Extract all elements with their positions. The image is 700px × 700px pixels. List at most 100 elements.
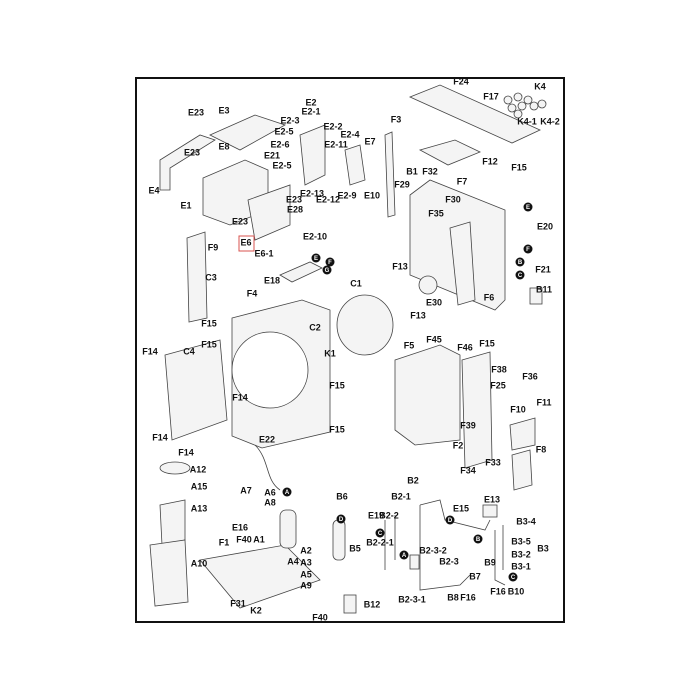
part-label-e19: E19 — [368, 510, 384, 520]
diagram-frame — [135, 77, 565, 623]
part-label-f35: F35 — [428, 208, 444, 218]
part-label-e2: E2 — [305, 97, 316, 107]
part-label-e23: E23 — [232, 216, 248, 226]
part-label-b6: B6 — [336, 491, 348, 501]
part-label-e2-11: E2-11 — [324, 139, 348, 149]
part-label-e6-1: E6-1 — [254, 248, 273, 258]
connection-marker-e: E — [311, 253, 321, 263]
part-label-e20: E20 — [537, 221, 553, 231]
part-f8 — [511, 449, 533, 491]
part-label-a5: A5 — [300, 569, 312, 579]
part-a1-compressor — [279, 509, 297, 549]
part-label-e2-12: E2-12 — [316, 194, 340, 204]
part-label-f4: F4 — [247, 288, 258, 298]
part-f5 — [394, 344, 461, 446]
part-label-b11: B11 — [536, 284, 552, 294]
part-label-f33: F33 — [485, 457, 501, 467]
part-f3 — [384, 131, 396, 218]
part-label-c1: C1 — [350, 278, 362, 288]
part-label-b2-3-2: B2-3-2 — [419, 545, 447, 555]
part-label-f14: F14 — [232, 392, 248, 402]
part-label-f1: F1 — [219, 537, 230, 547]
part-label-a7: A7 — [240, 485, 252, 495]
part-label-f13: F13 — [392, 261, 408, 271]
part-c1-fan — [336, 294, 394, 356]
connection-marker-f: F — [325, 257, 335, 267]
part-label-b2-3-1: B2-3-1 — [398, 594, 426, 604]
part-label-b3-2: B3-2 — [511, 549, 531, 559]
part-f2 — [461, 351, 493, 469]
part-label-f21: F21 — [535, 264, 551, 274]
part-e2 — [299, 124, 326, 186]
connection-marker-letter: B — [476, 537, 481, 543]
part-label-f5: F5 — [404, 340, 415, 350]
part-label-k4-1: K4-1 — [517, 116, 537, 126]
connection-marker-letter: D — [339, 517, 344, 523]
part-label-b5: B5 — [349, 543, 361, 553]
part-e30-motor — [418, 275, 438, 295]
part-label-k2: K2 — [250, 605, 262, 615]
connection-marker-c: C — [515, 270, 525, 280]
part-label-f24: F24 — [453, 76, 469, 86]
part-label-b2-1: B2-1 — [391, 491, 411, 501]
connection-marker-b: B — [515, 257, 525, 267]
part-e13 — [482, 504, 498, 518]
part-f12 — [418, 139, 481, 166]
part-label-e21: E21 — [264, 150, 280, 160]
part-label-a9: A9 — [300, 580, 312, 590]
connection-marker-letter: F — [328, 260, 332, 266]
part-label-f46: F46 — [457, 342, 473, 352]
connection-marker-letter: C — [378, 531, 383, 537]
part-label-c3: C3 — [205, 272, 217, 282]
part-label-e3: E3 — [218, 105, 229, 115]
part-label-f17: F17 — [483, 91, 499, 101]
part-label-f12: F12 — [482, 156, 498, 166]
part-b12 — [343, 594, 357, 614]
part-label-b12: B12 — [364, 599, 381, 609]
connection-marker-letter: D — [448, 518, 453, 524]
part-label-f8: F8 — [536, 444, 547, 454]
part-label-e30: E30 — [426, 297, 442, 307]
part-label-e16: E16 — [232, 522, 248, 532]
part-e18 — [279, 261, 323, 283]
part-f1-base — [199, 544, 321, 609]
part-label-f13: F13 — [410, 310, 426, 320]
part-label-e2-3: E2-3 — [280, 115, 299, 125]
part-label-e23: E23 — [184, 147, 200, 157]
part-label-f16: F16 — [490, 586, 506, 596]
part-label-e2-13: E2-13 — [300, 188, 324, 198]
part-label-f15: F15 — [329, 380, 345, 390]
part-e3 — [209, 114, 286, 151]
part-label-f11: F11 — [536, 397, 551, 407]
part-label-f15: F15 — [511, 162, 527, 172]
part-label-f40: F40 — [312, 612, 328, 622]
part-b3-valve — [494, 525, 506, 586]
part-label-b8: B8 — [447, 592, 459, 602]
part-label-f29: F29 — [394, 179, 410, 189]
part-label-f25: F25 — [490, 380, 506, 390]
part-label-k4: K4 — [534, 81, 546, 91]
connection-marker-f: F — [523, 244, 533, 254]
connection-marker-letter: A — [402, 553, 407, 559]
part-label-e10: E10 — [364, 190, 380, 200]
part-label-f15: F15 — [329, 424, 345, 434]
part-label-f14: F14 — [142, 346, 158, 356]
part-label-b7: B7 — [469, 571, 481, 581]
connection-marker-letter: C — [511, 575, 516, 581]
part-label-f10: F10 — [510, 404, 526, 414]
part-label-e2-4: E2-4 — [340, 129, 359, 139]
part-label-c2: C2 — [309, 322, 321, 332]
part-b11 — [529, 287, 543, 305]
part-label-f39: F39 — [460, 420, 476, 430]
part-e4 — [159, 134, 216, 191]
part-label-e7: E7 — [364, 136, 375, 146]
part-label-e1: E1 — [180, 200, 191, 210]
part-label-b2-2-1: B2-2-1 — [366, 537, 394, 547]
part-label-e22: E22 — [259, 434, 275, 444]
part-label-e2-5: E2-5 — [272, 160, 291, 170]
part-label-b3: B3 — [537, 543, 549, 553]
part-label-f34: F34 — [460, 465, 476, 475]
part-f17-top-panel — [408, 84, 541, 144]
